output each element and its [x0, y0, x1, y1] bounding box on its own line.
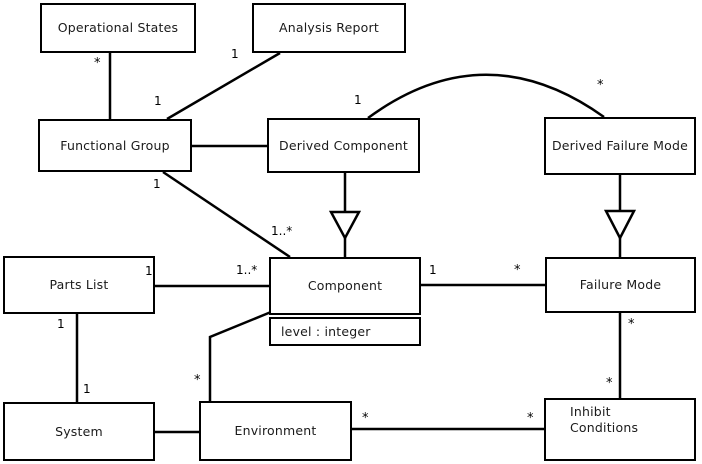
edge-functional-group-component: [162, 170, 291, 259]
class-attributes-component[interactable]: level : integer: [269, 317, 421, 346]
multiplicity-environment-top: *: [194, 373, 201, 388]
class-name-operational-states: Operational States: [57, 20, 179, 36]
class-name-environment: Environment: [234, 423, 317, 439]
class-name-component: Component: [307, 278, 383, 294]
class-box-parts-list[interactable]: Parts List: [3, 256, 155, 314]
multiplicity-system-top: 1: [83, 382, 91, 396]
class-box-functional-group[interactable]: Functional Group: [38, 119, 192, 172]
class-box-system[interactable]: System: [3, 402, 155, 461]
multiplicity-component-top-left: 1..*: [271, 224, 293, 238]
edge-analysis-report-functional-group: [166, 51, 281, 121]
multiplicity-operational-states: *: [94, 56, 101, 71]
class-box-derived-failure-mode[interactable]: Derived Failure Mode: [544, 117, 696, 175]
class-name-functional-group: Functional Group: [60, 137, 170, 153]
class-box-inhibit-conditions[interactable]: Inhibit Conditions: [544, 398, 696, 461]
multiplicity-inhibit-conditions-top: *: [606, 376, 613, 391]
multiplicity-environment-right: *: [362, 411, 369, 426]
class-name-failure-mode: Failure Mode: [579, 277, 662, 293]
class-box-derived-component[interactable]: Derived Component: [267, 118, 420, 173]
class-box-environment[interactable]: Environment: [199, 401, 352, 461]
multiplicity-component-left: 1..*: [236, 263, 258, 277]
class-name-derived-failure-mode: Derived Failure Mode: [551, 138, 689, 154]
class-name-parts-list: Parts List: [49, 277, 109, 293]
class-box-analysis-report[interactable]: Analysis Report: [252, 3, 406, 53]
multiplicity-parts-list-right: 1: [145, 264, 153, 278]
edge-component-environment: [208, 310, 272, 401]
attribute-level-integer: level : integer: [281, 324, 371, 339]
multiplicity-inhibit-conditions-left: *: [527, 411, 534, 426]
class-name-derived-component: Derived Component: [279, 137, 408, 153]
multiplicity-functional-group-bottom: 1: [153, 177, 161, 191]
hollow-triangle-arrowhead-failure-mode: [603, 209, 637, 241]
multiplicity-component-right: 1: [429, 263, 437, 277]
class-name-inhibit-conditions: Inhibit Conditions: [570, 404, 639, 435]
edge-derived-component-derived-failure-mode: [367, 73, 605, 120]
class-name-system: System: [55, 423, 103, 439]
hollow-triangle-arrowhead-component: [328, 210, 362, 241]
class-name-analysis-report: Analysis Report: [279, 20, 379, 36]
multiplicity-functional-group-top: 1: [154, 94, 162, 108]
class-box-component[interactable]: Component: [269, 257, 421, 315]
multiplicity-failure-mode-left: *: [514, 263, 521, 278]
multiplicity-failure-mode-bottom: *: [628, 317, 635, 332]
class-box-failure-mode[interactable]: Failure Mode: [545, 257, 696, 313]
multiplicity-analysis-report: 1: [231, 47, 239, 61]
multiplicity-parts-list-bottom: 1: [57, 317, 65, 331]
multiplicity-arc-derived-failure-mode: *: [597, 78, 604, 93]
class-box-operational-states[interactable]: Operational States: [40, 3, 196, 53]
multiplicity-derived-component-left: 1: [354, 93, 362, 107]
